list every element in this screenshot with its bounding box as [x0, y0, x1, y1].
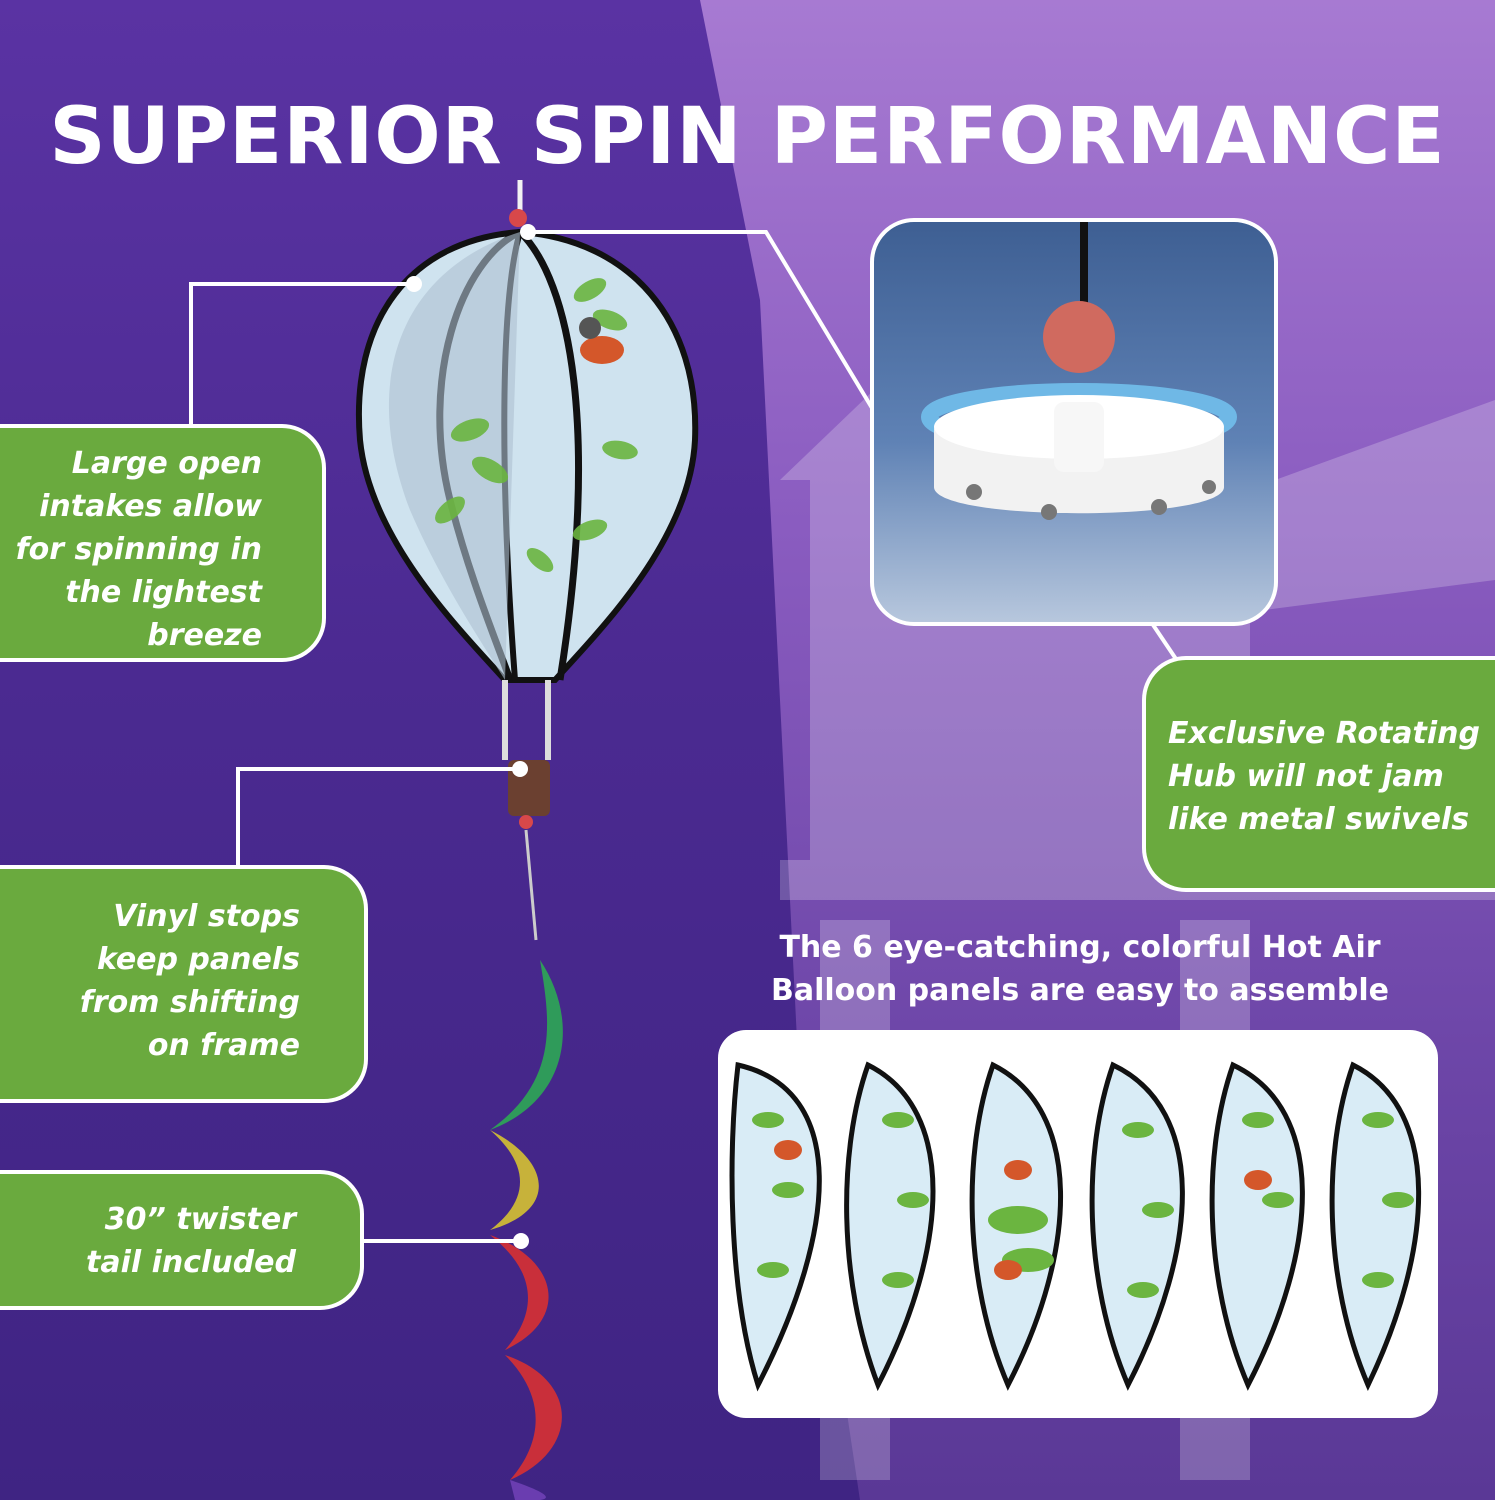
hub-callout: Exclusive Rotating Hub will not jam like…: [1142, 656, 1495, 892]
hub-callout-text: Exclusive Rotating Hub will not jam like…: [1168, 716, 1481, 837]
intakes-callout: Large open intakes allow for spinning in…: [0, 424, 326, 662]
tail-leader-dot: [513, 1233, 529, 1249]
vinyl-leader-line-h: [236, 767, 516, 771]
panels-caption: The 6 eye-catching, colorful Hot Air Bal…: [770, 930, 1390, 1008]
tail-callout: 30” twister tail included: [0, 1170, 364, 1310]
intakes-callout-text: Large open intakes allow for spinning in…: [15, 446, 262, 653]
page-title: SUPERIOR SPIN PERFORMANCE: [49, 92, 1446, 183]
balloon-panels-illustration: [729, 1061, 1422, 1392]
balloon-panels-image: [718, 1030, 1438, 1418]
tail-callout-text: 30” twister tail included: [86, 1202, 296, 1280]
tail-leader-line-h: [362, 1239, 522, 1243]
balloon-spinner-image: [355, 180, 699, 1500]
intakes-leader-line-v: [189, 282, 193, 428]
rotating-hub-icon: [921, 222, 1237, 520]
vinyl-callout-text: Vinyl stops keep panels from shifting on…: [79, 899, 300, 1063]
intakes-leader-dot: [406, 276, 422, 292]
vinyl-callout: Vinyl stops keep panels from shifting on…: [0, 865, 368, 1103]
intakes-leader-line-h: [189, 282, 413, 286]
rotating-hub-image: [870, 218, 1278, 626]
vinyl-leader-dot: [512, 761, 528, 777]
vinyl-leader-line-v: [236, 767, 240, 869]
